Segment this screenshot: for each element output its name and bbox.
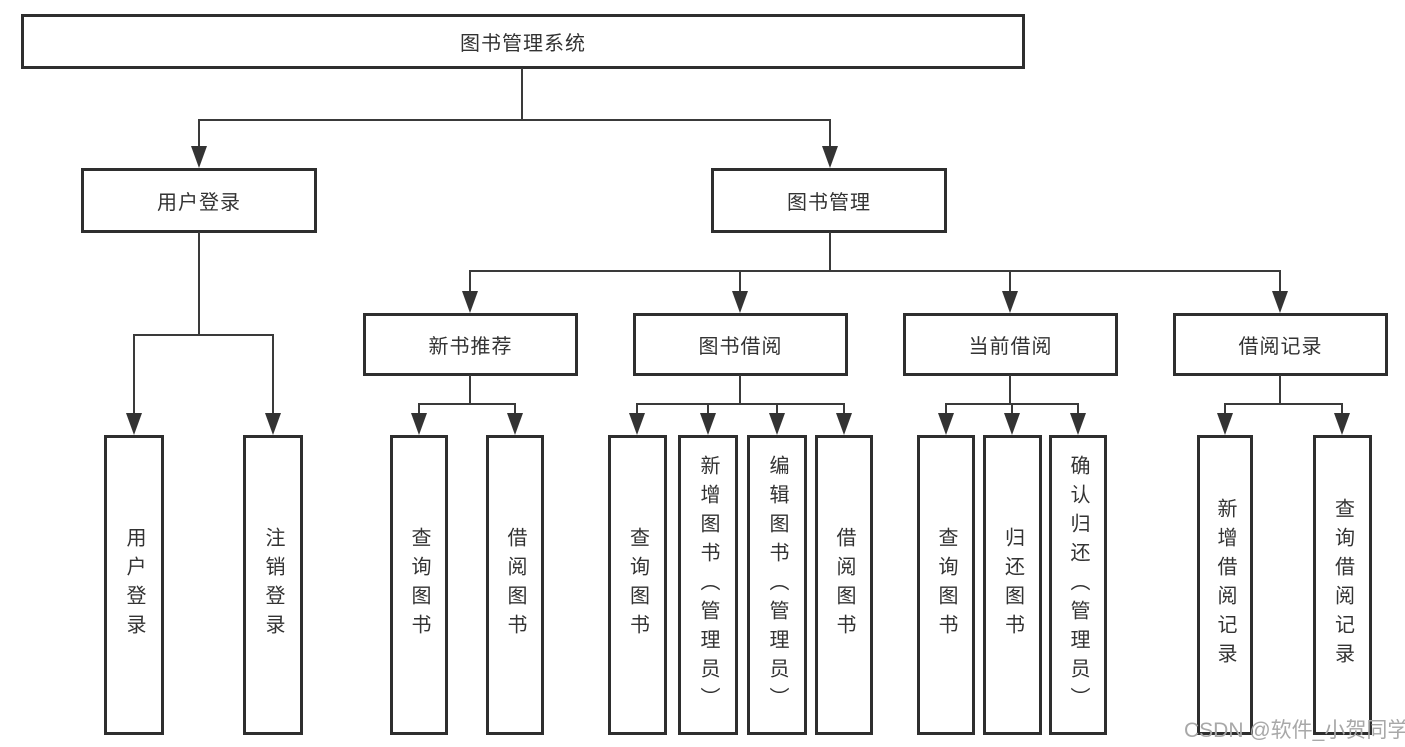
connector-hline (133, 334, 274, 336)
leaf-logout: 注销登录 (243, 435, 303, 735)
node-book-borrow: 图书借阅 (633, 313, 848, 376)
connector-vline (272, 334, 274, 414)
connector-hline (1224, 403, 1343, 405)
connector-vline (198, 232, 200, 336)
leaf-bb-edit-books-admin-label: 编辑图书（管理员） (766, 454, 788, 716)
connector-vline (739, 270, 741, 292)
arrow-down-icon (938, 413, 954, 435)
connector-vline (739, 375, 741, 405)
leaf-cb-confirm-return-admin: 确认归还（管理员） (1049, 435, 1107, 735)
arrow-down-icon (1217, 413, 1233, 435)
connector-vline (1009, 270, 1011, 292)
arrow-down-icon (265, 413, 281, 435)
connector-vline (1279, 270, 1281, 292)
arrow-down-icon (700, 413, 716, 435)
connector-vline (636, 403, 638, 415)
connector-vline (469, 270, 471, 292)
node-book-management: 图书管理 (711, 168, 947, 233)
connector-vline (1077, 403, 1079, 415)
node-current-borrow-label: 当前借阅 (968, 336, 1053, 358)
leaf-bb-edit-books-admin: 编辑图书（管理员） (747, 435, 807, 735)
connector-vline (418, 403, 420, 415)
node-book-management-label: 图书管理 (787, 192, 871, 214)
connector-vline (198, 119, 200, 148)
connector-vline (776, 403, 778, 415)
leaf-cb-confirm-return-admin-label: 确认归还（管理员） (1067, 454, 1089, 716)
leaf-user-login: 用户登录 (104, 435, 164, 735)
arrow-down-icon (1272, 291, 1288, 313)
connector-vline (843, 403, 845, 415)
connector-vline (521, 68, 523, 120)
leaf-cb-query-books: 查询图书 (917, 435, 975, 735)
connector-vline (1341, 403, 1343, 415)
connector-vline (469, 375, 471, 405)
arrow-down-icon (629, 413, 645, 435)
arrow-down-icon (126, 413, 142, 435)
connector-hline (469, 270, 1281, 272)
leaf-nbr-query-books: 查询图书 (390, 435, 448, 735)
leaf-nbr-borrow-books: 借阅图书 (486, 435, 544, 735)
leaf-nbr-query-books-label: 查询图书 (408, 527, 430, 643)
connector-vline (133, 334, 135, 414)
watermark: CSDN @软件_小贺同学 (1184, 719, 1405, 742)
node-root-label: 图书管理系统 (460, 33, 586, 55)
leaf-bb-query-books: 查询图书 (608, 435, 667, 735)
leaf-cb-query-books-label: 查询图书 (935, 527, 957, 643)
connector-hline (636, 403, 845, 405)
node-borrow-records-label: 借阅记录 (1238, 336, 1323, 358)
connector-vline (945, 403, 947, 415)
arrow-down-icon (191, 146, 207, 168)
arrow-down-icon (1004, 413, 1020, 435)
arrow-down-icon (822, 146, 838, 168)
arrow-down-icon (1070, 413, 1086, 435)
leaf-user-login-label: 用户登录 (123, 527, 145, 643)
leaf-br-add-record: 新增借阅记录 (1197, 435, 1253, 735)
connector-hline (198, 119, 831, 121)
node-book-borrow-label: 图书借阅 (698, 336, 783, 358)
connector-vline (1011, 403, 1013, 415)
leaf-bb-add-books-admin-label: 新增图书（管理员） (697, 454, 719, 716)
leaf-br-add-record-label: 新增借阅记录 (1214, 498, 1236, 672)
leaf-bb-add-books-admin: 新增图书（管理员） (678, 435, 738, 735)
leaf-logout-label: 注销登录 (262, 527, 284, 643)
connector-vline (829, 119, 831, 148)
leaf-bb-borrow-books-label: 借阅图书 (833, 527, 855, 643)
connector-vline (1009, 375, 1011, 405)
leaf-br-query-record-label: 查询借阅记录 (1331, 498, 1354, 672)
node-new-book-recommend: 新书推荐 (363, 313, 578, 376)
node-new-book-recommend-label: 新书推荐 (428, 336, 513, 358)
connector-vline (707, 403, 709, 415)
arrow-down-icon (1334, 413, 1350, 435)
node-borrow-records: 借阅记录 (1173, 313, 1388, 376)
arrow-down-icon (462, 291, 478, 313)
arrow-down-icon (411, 413, 427, 435)
leaf-nbr-borrow-books-label: 借阅图书 (504, 527, 526, 643)
connector-hline (418, 403, 516, 405)
connector-vline (1279, 375, 1281, 405)
leaf-cb-return-books: 归还图书 (983, 435, 1042, 735)
leaf-br-query-record: 查询借阅记录 (1313, 435, 1372, 735)
node-user-login-label: 用户登录 (157, 192, 241, 214)
leaf-cb-return-books-label: 归还图书 (1001, 527, 1024, 643)
connector-vline (514, 403, 516, 415)
leaf-bb-borrow-books: 借阅图书 (815, 435, 873, 735)
arrow-down-icon (836, 413, 852, 435)
arrow-down-icon (1002, 291, 1018, 313)
connector-vline (1224, 403, 1226, 415)
node-current-borrow: 当前借阅 (903, 313, 1118, 376)
arrow-down-icon (732, 291, 748, 313)
arrow-down-icon (769, 413, 785, 435)
arrow-down-icon (507, 413, 523, 435)
node-root: 图书管理系统 (21, 14, 1025, 69)
node-user-login: 用户登录 (81, 168, 317, 233)
leaf-bb-query-books-label: 查询图书 (626, 527, 649, 643)
connector-vline (829, 232, 831, 272)
